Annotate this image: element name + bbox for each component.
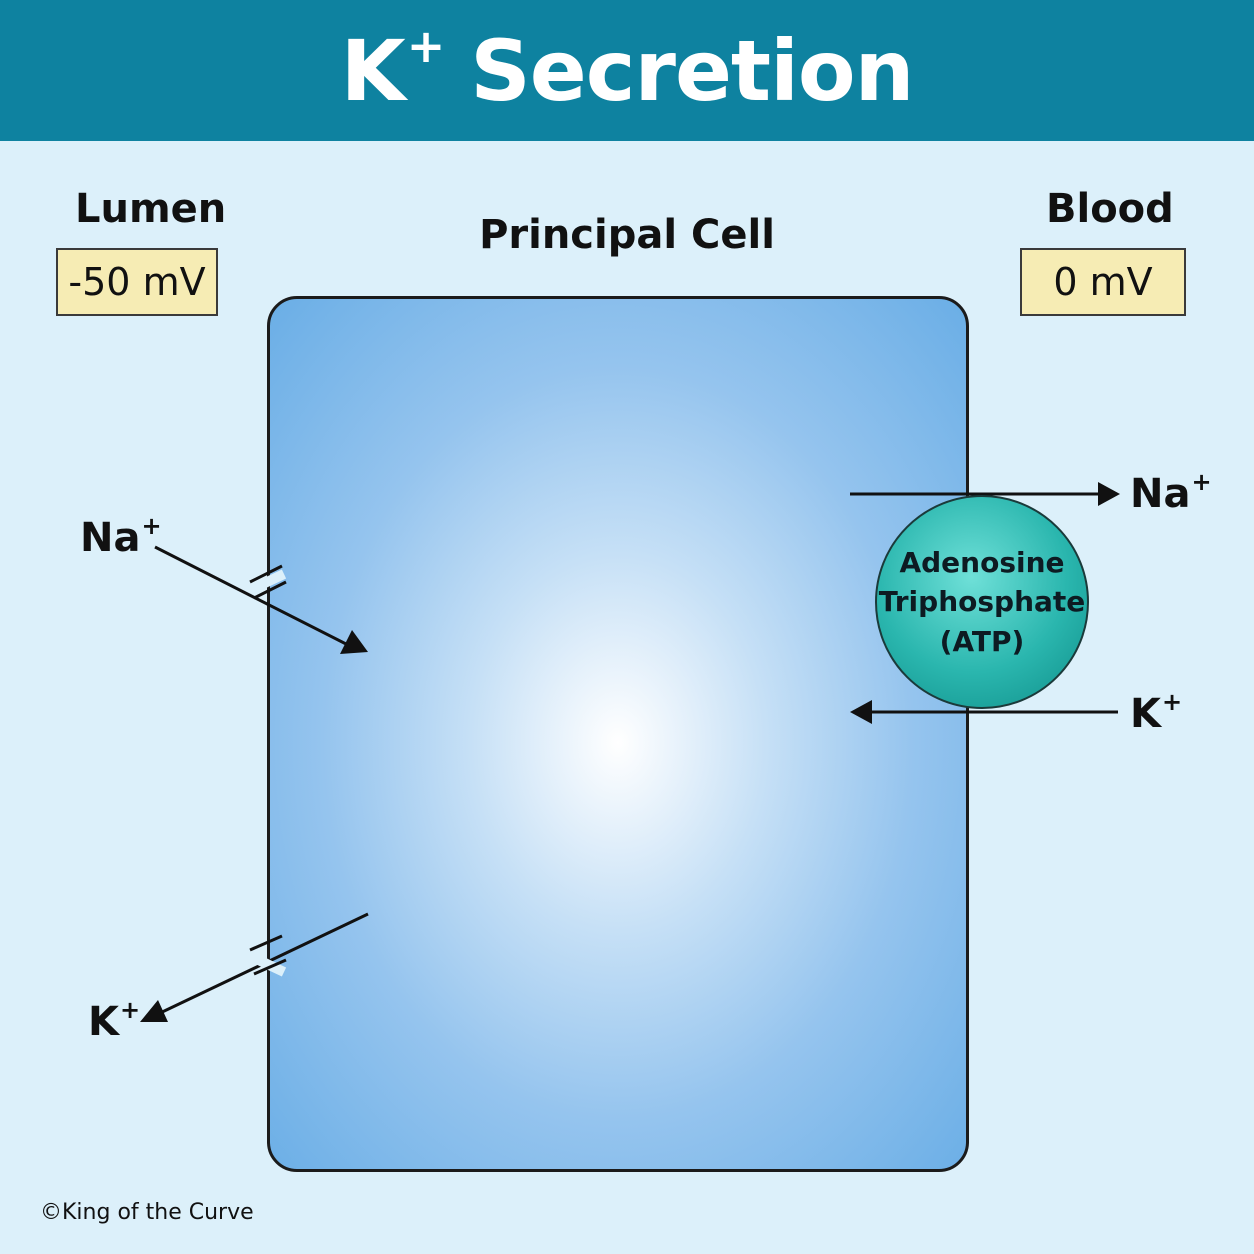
- lumen-k-charge: +: [120, 996, 141, 1024]
- lumen-na-charge: +: [141, 512, 162, 540]
- blood-k-label: K+: [1130, 690, 1182, 737]
- lumen-k-label: K+: [88, 998, 140, 1045]
- na-influx-arrow: [154, 545, 351, 648]
- lumen-potential: -50 mV: [68, 260, 206, 304]
- na-channel-icon: [247, 564, 287, 600]
- copyright-notice: ©King of the Curve: [40, 1200, 254, 1225]
- blood-na-charge: +: [1191, 468, 1212, 496]
- k-efflux-arrowhead: [140, 1000, 168, 1022]
- title-ion: K: [340, 21, 406, 120]
- title-banner: K+ Secretion: [0, 0, 1254, 141]
- cell-label: Principal Cell: [479, 212, 775, 258]
- blood-potential: 0 mV: [1053, 260, 1153, 304]
- blood-k-charge: +: [1162, 688, 1183, 716]
- page-title: K+ Secretion: [340, 21, 915, 120]
- blood-na-label: Na+: [1130, 470, 1212, 517]
- k-pump-arrowhead: [850, 700, 872, 724]
- blood-potential-box: 0 mV: [1020, 248, 1186, 316]
- lumen-potential-box: -50 mV: [56, 248, 218, 316]
- lumen-label: Lumen: [75, 186, 227, 232]
- na-pump-arrowhead: [1098, 482, 1120, 506]
- blood-na-symbol: Na: [1130, 471, 1191, 517]
- blood-label: Blood: [1046, 186, 1174, 232]
- pump-line-1: Adenosine: [899, 546, 1065, 580]
- k-channel-icon: [247, 934, 287, 977]
- na-influx-arrowhead: [340, 630, 368, 654]
- pump-line-2: Triphosphate: [878, 585, 1086, 619]
- blood-k-symbol: K: [1130, 691, 1161, 737]
- title-charge: +: [406, 18, 446, 73]
- pump-line-3: (ATP): [939, 624, 1025, 658]
- lumen-k-symbol: K: [88, 999, 119, 1045]
- lumen-na-symbol: Na: [80, 515, 141, 561]
- principal-cell: [267, 296, 969, 1172]
- title-word: Secretion: [470, 21, 914, 120]
- lumen-na-label: Na+: [80, 514, 162, 561]
- atp-pump: Adenosine Triphosphate (ATP): [875, 495, 1089, 709]
